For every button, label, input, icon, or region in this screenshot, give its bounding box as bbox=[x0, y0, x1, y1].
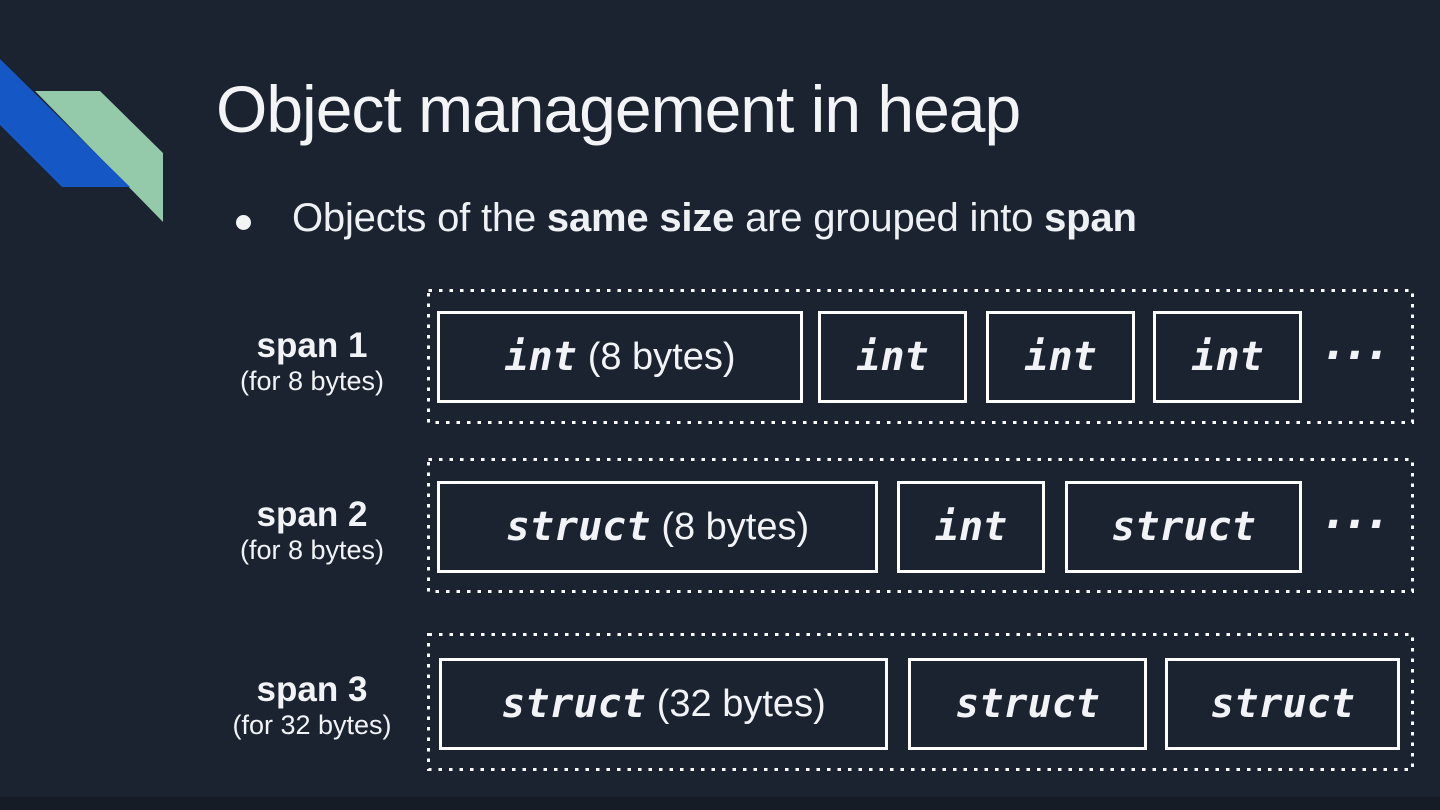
bullet-text-bold-span: span bbox=[1044, 196, 1137, 240]
object-type-label: int bbox=[1024, 334, 1097, 380]
page-title: Object management in heap bbox=[216, 72, 1021, 146]
bullet-point-icon bbox=[236, 215, 251, 230]
more-objects-ellipsis: ... bbox=[1313, 458, 1393, 593]
object-type-label: int bbox=[934, 504, 1008, 550]
object-box: struct bbox=[1165, 658, 1400, 750]
object-type-label: int bbox=[504, 334, 577, 380]
ellipsis-text: ... bbox=[1320, 315, 1391, 370]
object-box: struct(32 bytes) bbox=[439, 658, 888, 750]
span2-capacity-label: (for 8 bytes) bbox=[239, 535, 385, 565]
bullet-text-middle: are grouped into bbox=[734, 196, 1045, 240]
object-box: int bbox=[897, 481, 1045, 573]
object-size-label: (8 bytes) bbox=[587, 335, 736, 378]
span2-dotted-border bbox=[427, 458, 1414, 593]
object-box: struct bbox=[908, 658, 1147, 750]
object-box: struct(8 bytes) bbox=[437, 481, 878, 573]
object-type-label: struct bbox=[501, 681, 646, 727]
span3-dotted-border bbox=[427, 633, 1414, 771]
bullet-text: Objects of the same size are grouped int… bbox=[292, 198, 1137, 238]
span2-container: struct(8 bytes) int struct ... bbox=[427, 458, 1414, 593]
object-size-label: (8 bytes) bbox=[661, 505, 810, 548]
corner-ribbon-decoration bbox=[0, 59, 163, 222]
span1-dotted-border bbox=[427, 289, 1414, 424]
screen-bottom-edge bbox=[0, 797, 1440, 810]
span1-label: span 1 bbox=[256, 326, 368, 365]
span3-label: span 3 bbox=[256, 670, 368, 709]
span2-label: span 2 bbox=[256, 495, 368, 534]
object-box: int bbox=[1153, 311, 1302, 403]
blue-ribbon-icon bbox=[0, 59, 130, 187]
bullet-text-prefix: Objects of the bbox=[292, 196, 547, 240]
object-box: int bbox=[818, 311, 967, 403]
more-objects-ellipsis: ... bbox=[1313, 289, 1393, 424]
object-type-label: struct bbox=[955, 681, 1100, 727]
object-size-label: (32 bytes) bbox=[656, 682, 826, 725]
span1-container: int(8 bytes) int int int ... bbox=[427, 289, 1414, 424]
object-type-label: int bbox=[1191, 334, 1264, 380]
bullet-text-bold-same-size: same size bbox=[546, 196, 735, 240]
span1-capacity-label: (for 8 bytes) bbox=[239, 366, 385, 396]
object-type-label: struct bbox=[1210, 681, 1355, 727]
object-type-label: int bbox=[856, 334, 929, 380]
object-box: int bbox=[986, 311, 1135, 403]
object-type-label: struct bbox=[1111, 504, 1256, 550]
span3-capacity-label: (for 32 bytes) bbox=[232, 710, 392, 740]
object-box: int(8 bytes) bbox=[437, 311, 803, 403]
object-type-label: struct bbox=[505, 504, 651, 550]
object-box: struct bbox=[1065, 481, 1302, 573]
ellipsis-text: ... bbox=[1320, 484, 1391, 539]
span3-container: struct(32 bytes) struct struct bbox=[427, 633, 1414, 771]
